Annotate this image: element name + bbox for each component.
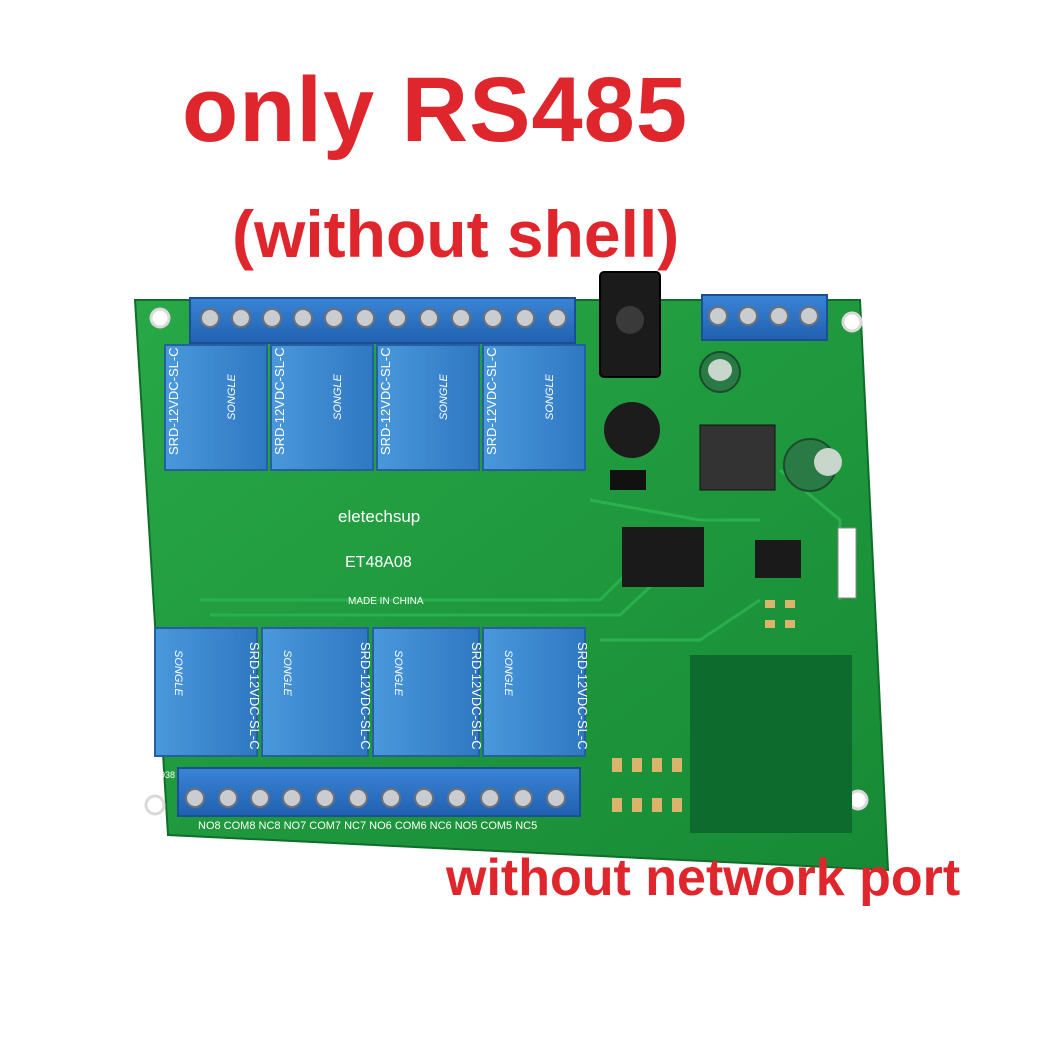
relay-model-label: SRD-12VDC-SL-C — [575, 642, 590, 750]
relay-brand-label: SONGLE — [226, 373, 238, 420]
power-terminal-screws — [708, 306, 819, 326]
relay-brand-label: SONGLE — [544, 373, 556, 420]
relay-model-label: SRD-12VDC-SL-C — [272, 347, 287, 455]
upper-relay-labels: SRD-12VDC-SL-C SRD-12VDC-SL-C SRD-12VDC-… — [166, 347, 556, 455]
footer-caption: without network port — [446, 849, 961, 907]
top-terminal-block — [189, 297, 576, 344]
upper-relays — [164, 344, 586, 471]
relay-brand-label: SONGLE — [438, 373, 450, 420]
electronic-components — [604, 351, 857, 599]
lower-relay-labels: SRD-12VDC-SL-C SRD-12VDC-SL-C SRD-12VDC-… — [172, 642, 590, 750]
top-terminal-screws — [200, 308, 567, 328]
serial-number: 2592938 — [140, 770, 175, 780]
bottom-terminal-screws — [185, 788, 566, 808]
relay-model-label: SRD-12VDC-SL-C — [469, 642, 484, 750]
network-port-cover — [690, 655, 852, 833]
subtitle-caption: (without shell) — [232, 197, 680, 271]
origin-silkscreen: MADE IN CHINA — [348, 596, 424, 607]
relay-brand-label: SONGLE — [502, 650, 514, 697]
relay-model-label: SRD-12VDC-SL-C — [358, 642, 373, 750]
relay-brand-label: SONGLE — [332, 373, 344, 420]
relay-model-label: SRD-12VDC-SL-C — [484, 347, 499, 455]
lower-relays — [154, 627, 586, 757]
relay-brand-label: SONGLE — [172, 650, 184, 697]
relay-model-label: SRD-12VDC-SL-C — [247, 642, 262, 750]
title-caption: only RS485 — [182, 59, 688, 161]
smd-parts — [612, 600, 795, 812]
brand-silkscreen: eletechsup — [338, 507, 420, 526]
bottom-terminal-labels: NO8 COM8 NC8 NO7 COM7 NC7 NO6 COM6 NC6 N… — [198, 820, 537, 832]
relay-brand-label: SONGLE — [392, 650, 404, 697]
relay-brand-label: SONGLE — [281, 650, 293, 697]
relay-model-label: SRD-12VDC-SL-C — [166, 347, 181, 455]
model-silkscreen: ET48A08 — [345, 554, 412, 571]
relay-model-label: SRD-12VDC-SL-C — [378, 347, 393, 455]
bottom-terminal-block — [177, 767, 581, 817]
